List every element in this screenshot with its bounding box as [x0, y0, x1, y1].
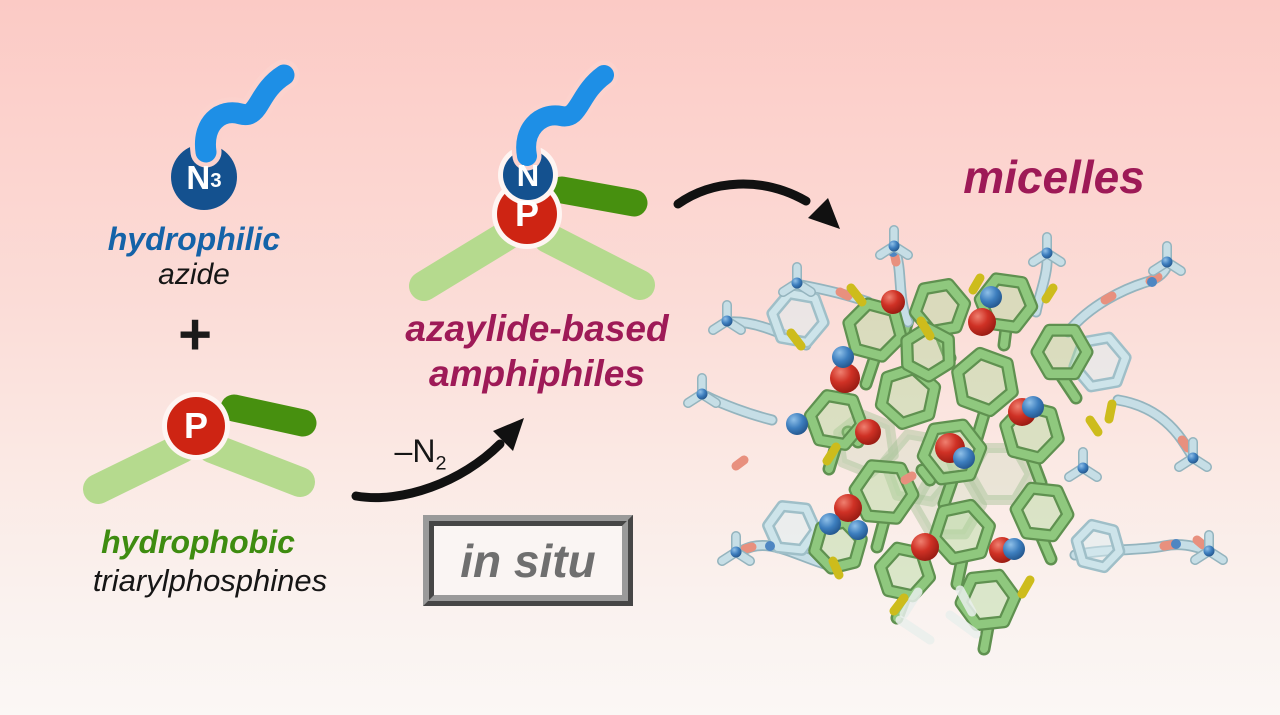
hydrophilic-azide-glyph	[171, 59, 300, 210]
hydrophilic-label: hydrophilic	[107, 221, 281, 257]
hydrophobic-label: hydrophobic	[101, 524, 295, 560]
assembly-arrow-icon	[673, 179, 840, 229]
plus-sign: +	[178, 302, 212, 367]
amphiphile-glyph	[409, 60, 655, 301]
amphiphile-arm-dark-icon	[548, 176, 648, 217]
amphiphile-n-label: N	[516, 157, 540, 193]
azide-n3-node	[171, 144, 237, 210]
aryl-arm-dark-icon	[220, 394, 317, 437]
aryl-arm-left-icon	[83, 433, 197, 504]
micelles-label: micelles	[963, 151, 1145, 203]
in-situ-frame: in situ	[423, 515, 633, 606]
aryl-arm-right-icon	[197, 433, 315, 497]
reaction-arrow-icon	[351, 418, 524, 503]
amphiphile-arm-right-icon	[533, 223, 655, 300]
in-situ-label: in situ	[460, 534, 596, 587]
amphiphile-tail-icon	[516, 65, 614, 166]
azaylide-based-label: azaylide-based	[405, 308, 669, 349]
amphiphiles-label: amphiphiles	[429, 353, 645, 394]
hydrophobic-phosphine-glyph	[83, 392, 317, 504]
phosphine-p-node	[167, 397, 225, 455]
micelle-molecular-model	[683, 225, 1228, 656]
azide-label: azide	[158, 258, 230, 291]
amphiphile-arm-left-icon	[409, 221, 521, 301]
azide-tail-icon	[194, 64, 295, 163]
amphiphile-p-label: P	[514, 193, 539, 234]
triarylphosphines-label: triarylphosphines	[92, 563, 328, 598]
minus-n2-label: –N2	[394, 433, 447, 475]
phosphine-p-label: P	[183, 405, 208, 446]
